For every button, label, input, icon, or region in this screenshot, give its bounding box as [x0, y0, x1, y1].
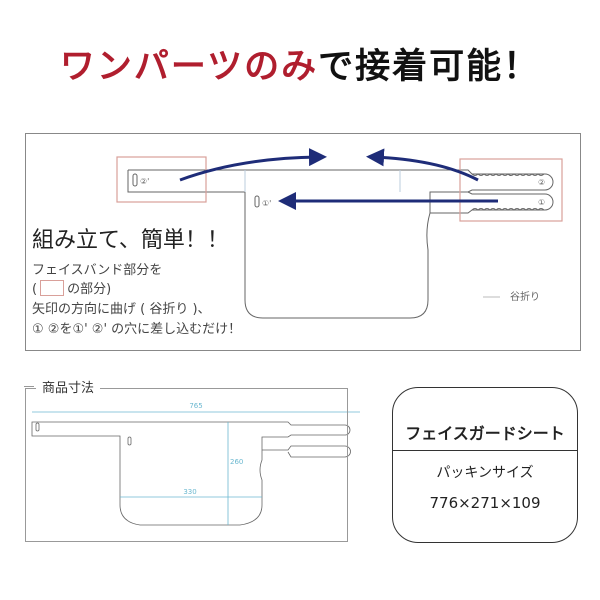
hole-label-2: ②': [140, 177, 149, 186]
instruction-line-3: 矢印の方向に曲げ ( 谷折り )、: [32, 302, 211, 317]
divider: [393, 450, 577, 451]
face-shield-outline: [127, 169, 554, 319]
product-name: フェイスガードシート: [405, 424, 565, 443]
dimensions-panel: [25, 388, 348, 542]
tab-label-1: ①: [538, 198, 545, 207]
instruction-line-4: ① ②を①' ②' の穴に差し込むだけ！: [32, 322, 242, 337]
package-size-label: パッキンサイズ: [436, 465, 534, 481]
tab-label-2: ②: [538, 178, 545, 187]
package-size-value: 776×271×109: [429, 494, 541, 512]
dimension-diagram: [31, 421, 351, 526]
instruction-line-2: (の部分): [32, 280, 112, 297]
arrow-right: [179, 148, 327, 182]
dim-total-width: 765: [189, 402, 202, 410]
hole-label-1: ①': [262, 199, 271, 208]
dim-height: 260: [230, 458, 243, 466]
package-info-box: フェイスガードシート パッキンサイズ 776×271×109: [392, 387, 578, 543]
highlight-box-sample: [40, 280, 65, 296]
dimensions-label: 商品寸法: [36, 377, 101, 396]
divider: [24, 386, 34, 387]
assembly-heading: 組み立て、簡単！！: [32, 228, 229, 253]
legend-label: 谷折り: [510, 290, 540, 303]
arrow-left: [366, 148, 479, 182]
assembly-panel: [25, 133, 581, 351]
page-title: ワンパーツのみで接着可能！: [59, 47, 541, 87]
instruction-line-1: フェイスバンド部分を: [32, 263, 163, 278]
dimension-lines: [32, 411, 360, 525]
dim-body-width: 330: [183, 488, 196, 496]
highlight-box-left: [116, 156, 207, 203]
highlight-box-right: [459, 158, 563, 222]
